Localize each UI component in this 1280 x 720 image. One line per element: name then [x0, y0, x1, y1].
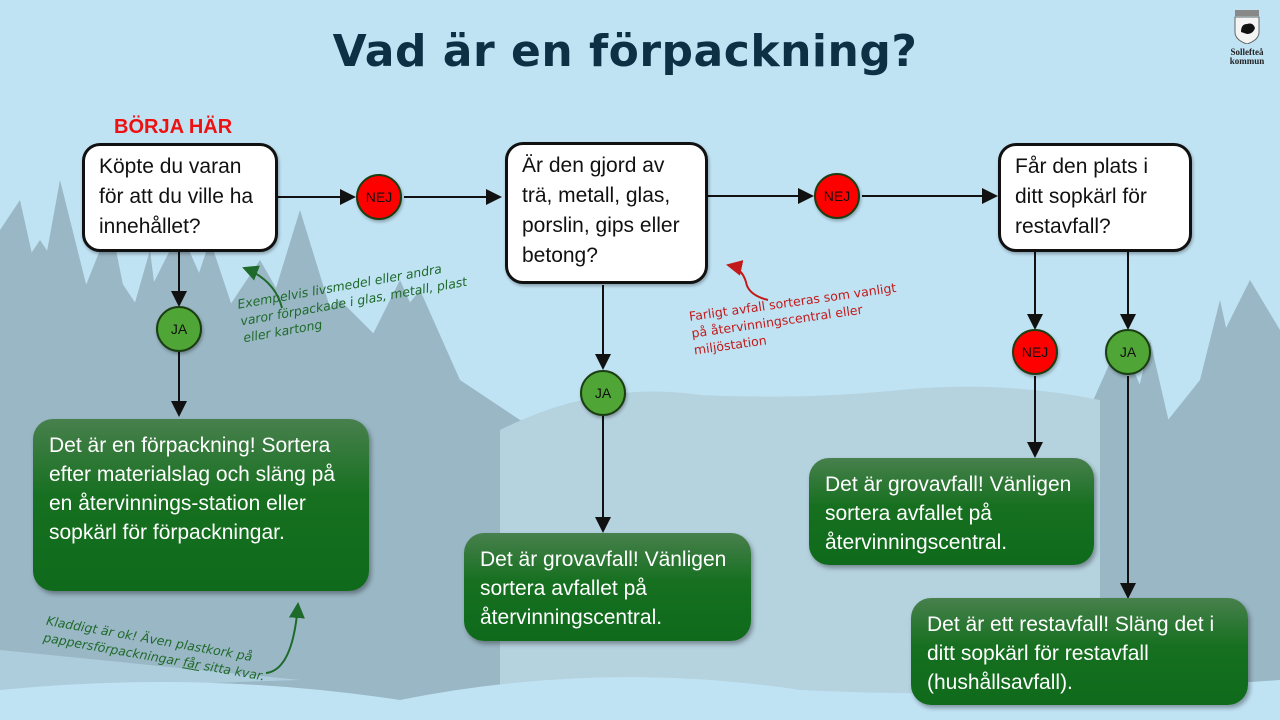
q1-no-node: NEJ	[356, 174, 402, 220]
question-box-1: Köpte du varan för att du ville ha inneh…	[82, 143, 278, 252]
result-bulky-waste-1: Det är grovavfall! Vänligen sortera avfa…	[464, 533, 751, 641]
question-3-text: Får den plats i ditt sopkärl för restavf…	[1015, 155, 1149, 238]
q1-yes-node: JA	[156, 306, 202, 352]
result-bulky-waste-1-text: Det är grovavfall! Vänligen sortera avfa…	[480, 548, 727, 629]
question-box-3: Får den plats i ditt sopkärl för restavf…	[998, 143, 1192, 252]
municipality-logo: Sollefteå kommun	[1222, 10, 1272, 70]
logo-kommun: kommun	[1229, 56, 1265, 66]
q3-no-node: NEJ	[1012, 329, 1058, 375]
page-title: Vad är en förpackning?	[332, 26, 918, 77]
result-bulky-waste-2: Det är grovavfall! Vänligen sortera avfa…	[809, 458, 1094, 565]
q2-yes-node: JA	[580, 370, 626, 416]
question-2-text: Är den gjord av trä, metall, glas, porsl…	[522, 154, 680, 267]
start-label: BÖRJA HÄR	[114, 116, 233, 138]
q3-yes-node: JA	[1105, 329, 1151, 375]
question-box-2: Är den gjord av trä, metall, glas, porsl…	[505, 142, 708, 284]
logo-name: Sollefteå	[1230, 47, 1264, 57]
question-1-text: Köpte du varan för att du ville ha inneh…	[99, 155, 254, 238]
result-residual-waste-text: Det är ett restavfall! Släng det i ditt …	[927, 613, 1215, 694]
q2-no-node: NEJ	[814, 173, 860, 219]
coat-of-arms-icon	[1234, 10, 1260, 45]
result-residual-waste: Det är ett restavfall! Släng det i ditt …	[911, 598, 1248, 705]
result-packaging-text: Det är en förpackning! Sortera efter mat…	[49, 434, 335, 544]
result-bulky-waste-2-text: Det är grovavfall! Vänligen sortera avfa…	[825, 473, 1072, 554]
result-packaging: Det är en förpackning! Sortera efter mat…	[33, 419, 369, 591]
